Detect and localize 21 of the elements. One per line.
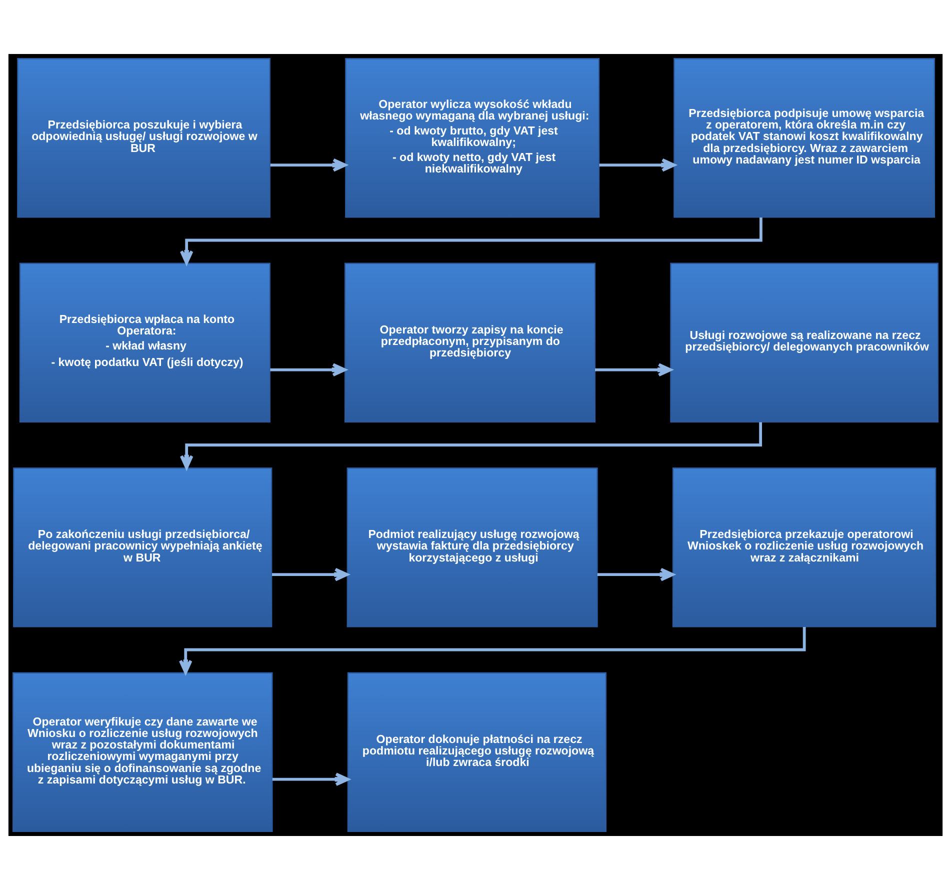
node-box: Po zakończeniu usługi przedsiębiorca/ delegowani pracownicy wypełniają ankietę w BUR <box>13 467 272 627</box>
arrow <box>272 567 349 581</box>
node-box: Przedsiębiorca wpłaca na konto Operatora: - wkład własny - kwotę podatku VAT (jeśli dotyczy) <box>19 262 270 422</box>
arrow <box>180 217 762 264</box>
node-box: Operator wylicza wysokość wkładu własnego wymaganą dla wybranej usługi: - od kwoty brutto, gdy VAT jest kwalifikowalny; - od kwoty netto, gdy VAT jest niekwalifikowalny <box>345 58 600 218</box>
arrow <box>180 422 762 469</box>
arrow <box>599 158 676 172</box>
arrow <box>270 158 347 172</box>
arrow <box>270 362 346 376</box>
node-box: Przedsiębiorca przekazuje operatorowi Wnioskek o rozliczenie usług rozwojowych wraz z załącznikami <box>672 467 936 627</box>
arrow <box>272 772 350 786</box>
node-box: Operator weryfikuje czy dane zawarte we Wniosku o rozliczenie usług rozwojowych wraz z pozostałymi dokumentami rozliczeniowymi wymaganymi przy ubieganiu się o dofinansowanie są zgodne z zapisami dotyczącymi usług w BUR. <box>12 672 273 832</box>
arrow <box>594 362 672 376</box>
node-box: Usługi rozwojowe są realizowane na rzecz przedsiębiorcy/ delegowanych pracowników <box>670 262 939 422</box>
node-box: Operator dokonuje płatności na rzecz podmiotu realizującego usługę rozwojową i/lub zwraca środki <box>347 672 606 832</box>
arrow <box>597 567 674 581</box>
node-box: Podmiot realizujący usługę rozwojową wystawia fakturę dla przedsiębiorcy korzystającego z usługi <box>346 467 598 627</box>
node-box: Przedsiębiorca podpisuje umowę wsparcia z operatorem, która określa m.in czy podatek VAT stanowi koszt kwalifikowalny dla przedsiębiorcy. Wraz z zawarciem umowy nadawany jest numer ID wsparcia <box>674 58 936 218</box>
node-box: Przedsiębiorca poszukuje i wybiera odpowiednią usługę/ usługi rozwojowe w BUR <box>17 58 270 218</box>
arrow <box>178 626 806 674</box>
node-box: Operator tworzy zapisy na koncie przedpłaconym, przypisanym do przedsiębiorcy <box>344 262 596 422</box>
